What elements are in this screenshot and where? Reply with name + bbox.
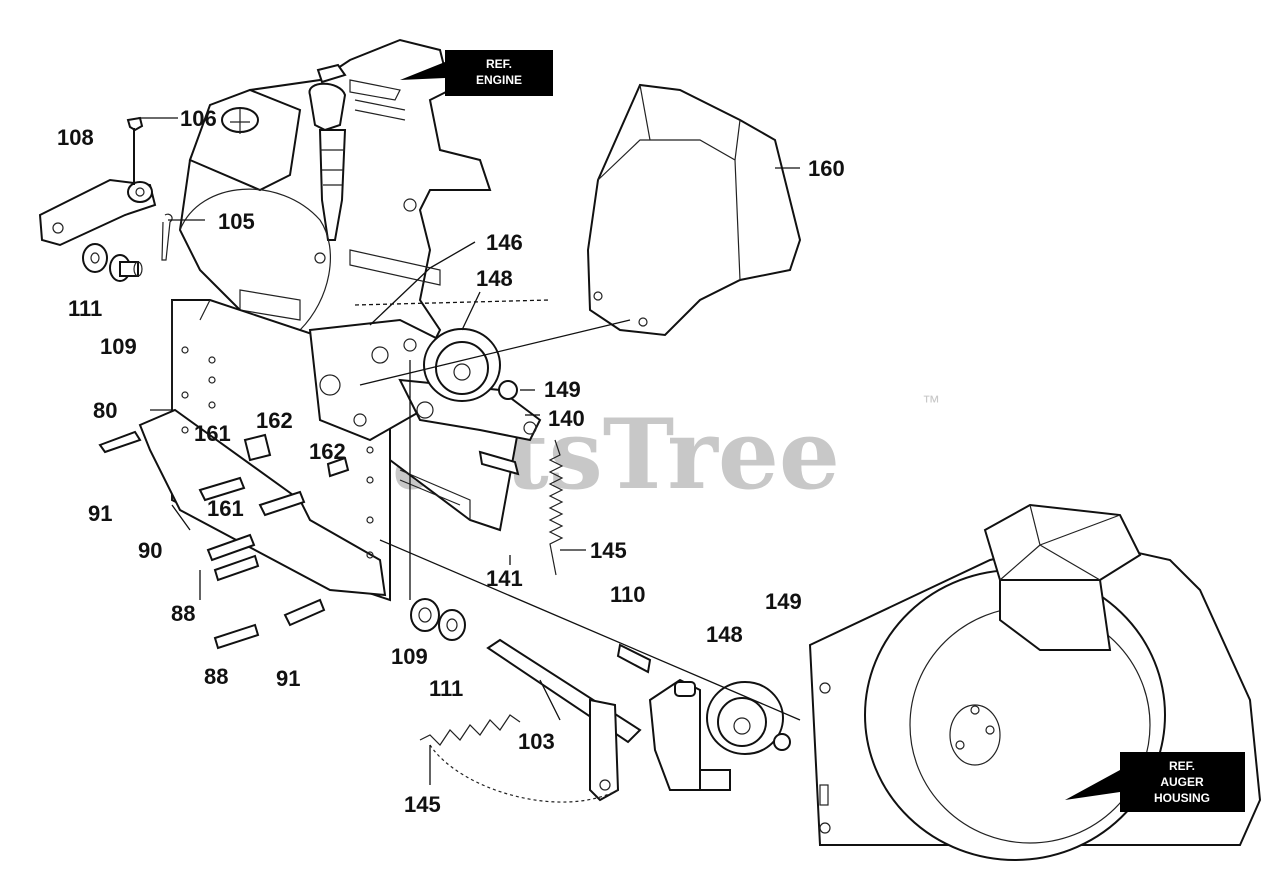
label-145-lower: 145 (404, 792, 441, 817)
label-149-upper: 149 (544, 377, 581, 402)
shaft-assembly (410, 598, 731, 803)
label-141: 141 (486, 566, 523, 591)
pulley-lower (616, 643, 791, 755)
label-148-lower: 148 (706, 622, 743, 647)
label-162-a: 162 (256, 408, 293, 433)
part-labels: 106 108 105 111 109 146 148 160 149 140 … (57, 106, 845, 817)
label-161-b: 161 (207, 496, 244, 521)
label-105: 105 (218, 209, 255, 234)
label-146: 146 (486, 230, 523, 255)
ref-auger-line1: REF. (1169, 759, 1195, 773)
label-148-upper: 148 (476, 266, 513, 291)
ref-auger-line2: AUGER (1160, 775, 1204, 789)
label-140: 140 (548, 406, 585, 431)
pulley-upper (423, 328, 518, 402)
label-160: 160 (808, 156, 845, 181)
label-80: 80 (93, 398, 117, 423)
ref-auger-box: REF. AUGER HOUSING (1065, 752, 1245, 812)
label-110: 110 (610, 582, 646, 607)
label-90: 90 (138, 538, 162, 563)
label-91-upper: 91 (88, 501, 112, 526)
ref-engine-line1: REF. (486, 57, 512, 71)
label-88-upper: 88 (171, 601, 195, 626)
washer-bushing-upper (82, 243, 143, 282)
label-103: 103 (518, 729, 555, 754)
spring-upper (548, 439, 564, 576)
label-111-lower: 111 (429, 676, 463, 701)
label-88-lower: 88 (204, 664, 228, 689)
leader-lines (138, 117, 801, 785)
label-145-upper: 145 (590, 538, 627, 563)
label-108: 108 (57, 125, 94, 150)
bolts-left (98, 430, 350, 650)
clevis-pin-assembly (38, 116, 173, 261)
label-162-b: 162 (309, 439, 346, 464)
ref-engine-line2: ENGINE (476, 73, 522, 87)
label-109-upper: 109 (100, 334, 137, 359)
label-111-upper: 111 (68, 296, 102, 321)
label-109-lower: 109 (391, 644, 428, 669)
watermark-tm: ™ (922, 392, 940, 412)
label-91-lower: 91 (276, 666, 300, 691)
belt-cover (586, 83, 802, 337)
engine-drawing (178, 38, 492, 352)
label-149-lower: 149 (765, 589, 802, 614)
ref-auger-line3: HOUSING (1154, 791, 1210, 805)
label-106: 106 (180, 106, 217, 131)
ref-engine-box: REF. ENGINE (400, 50, 553, 96)
label-161-a: 161 (194, 421, 231, 446)
